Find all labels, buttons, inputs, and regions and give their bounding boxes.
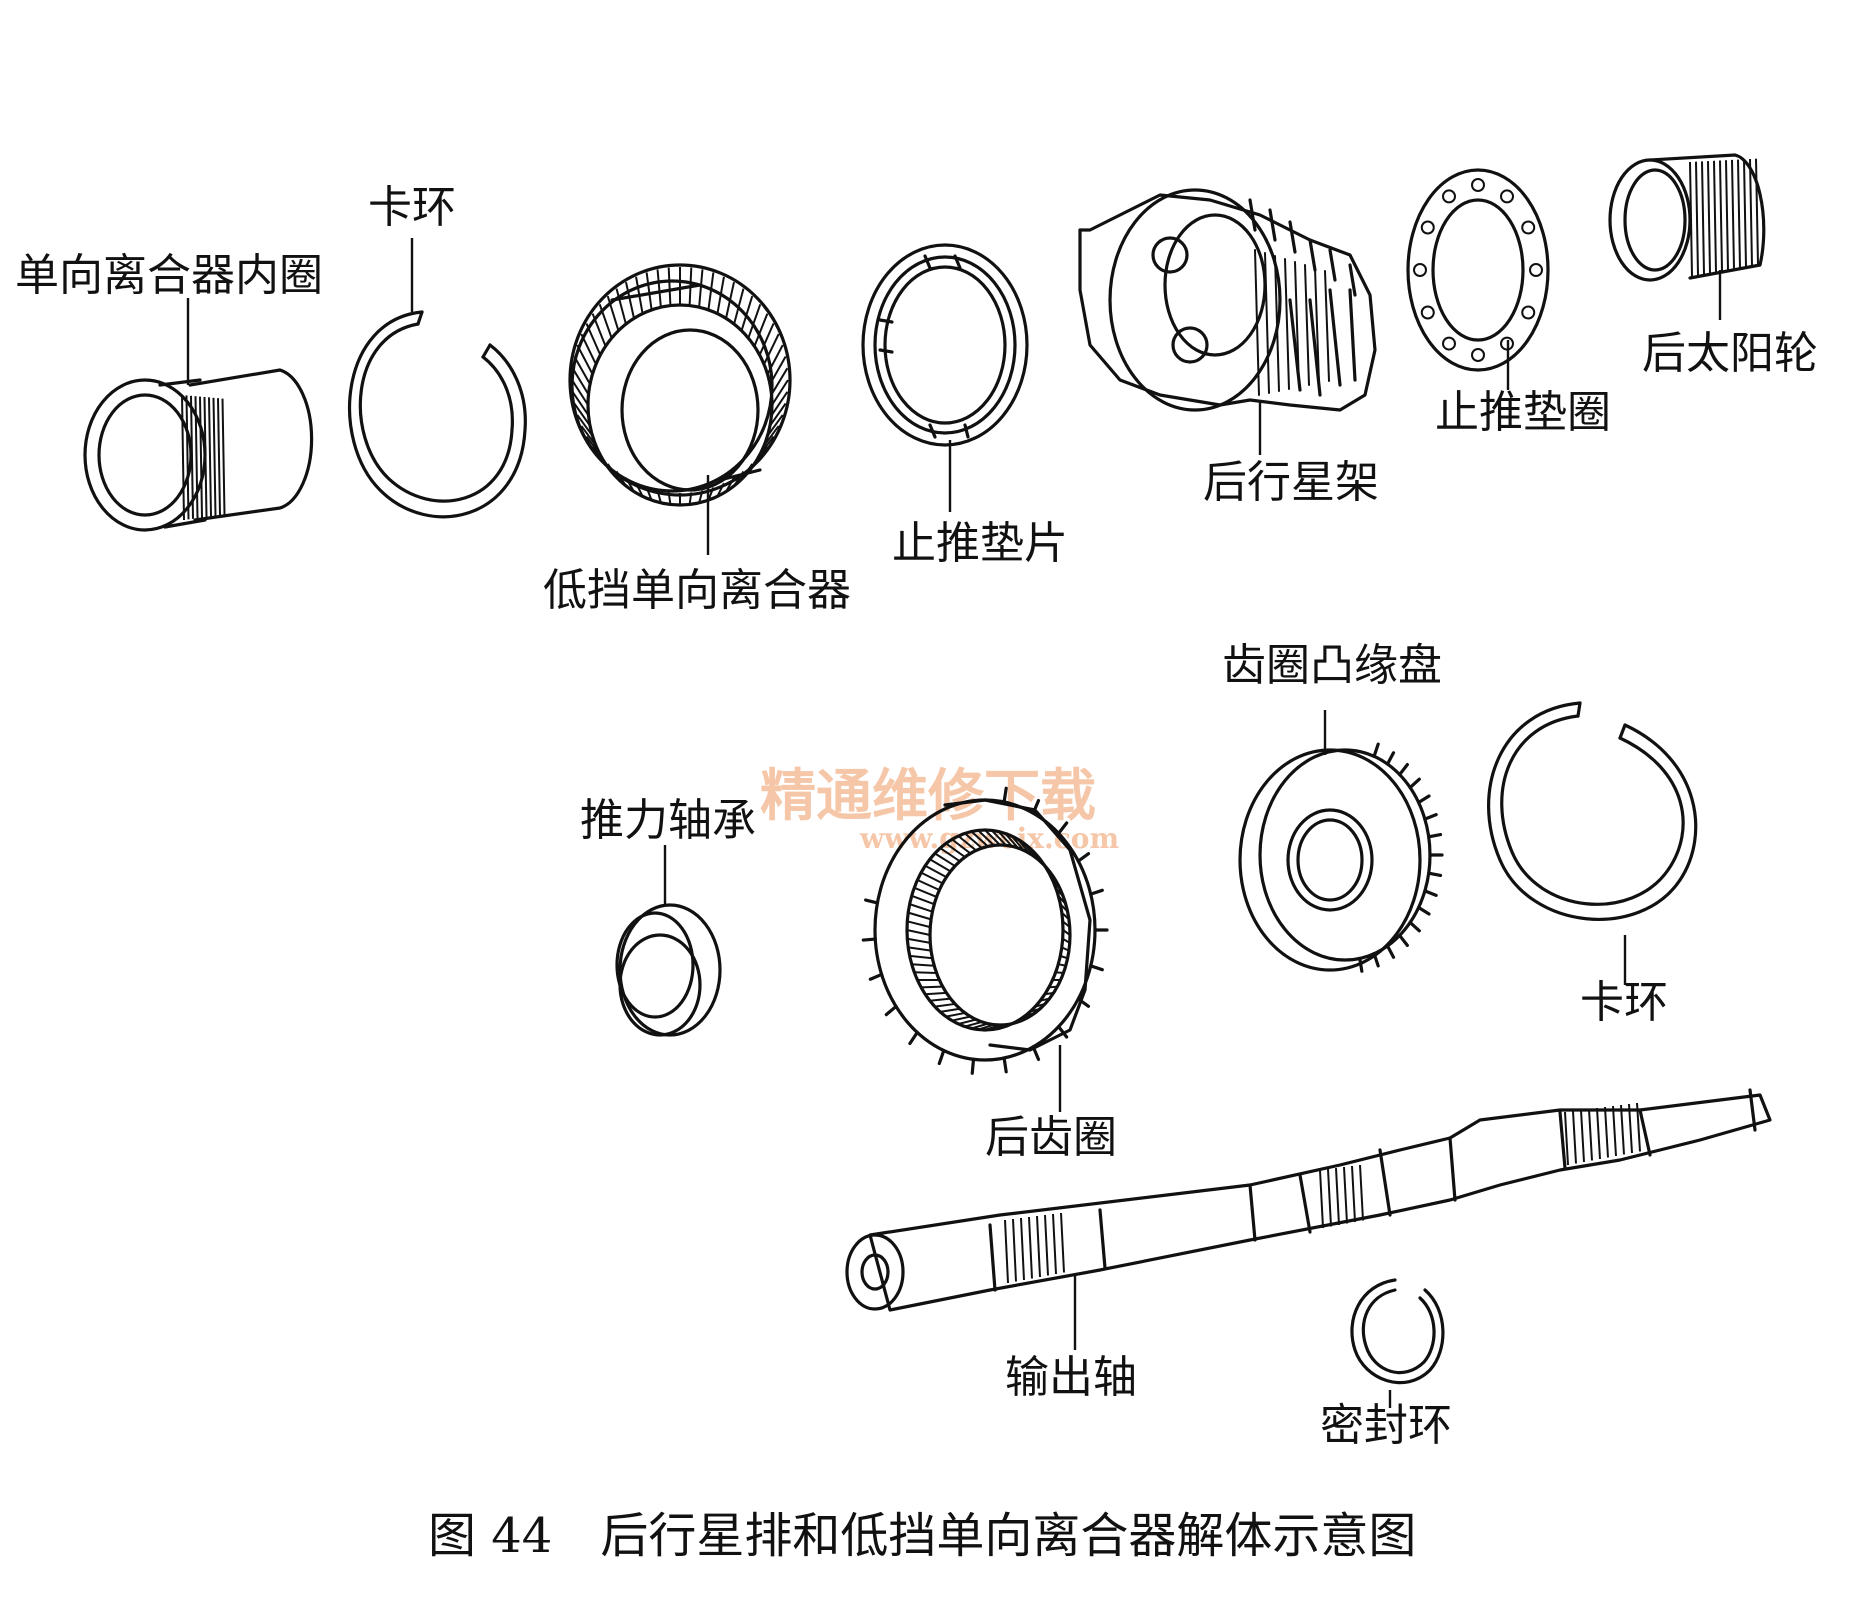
thrust-bearing-part bbox=[615, 903, 722, 1037]
label-snap-ring-2: 卡环 bbox=[1580, 977, 1668, 1028]
part-labels: 单向离合器内圈 卡环 低挡单向离合器 止推垫片 后行星架 止推垫圈 后太阳轮 齿… bbox=[15, 182, 1818, 1451]
label-rear-sun-gear: 后太阳轮 bbox=[1642, 328, 1818, 379]
label-snap-ring-1: 卡环 bbox=[368, 182, 456, 233]
leader-lines bbox=[186, 238, 1722, 1408]
one-way-clutch-part bbox=[568, 263, 792, 507]
label-output-shaft: 输出轴 bbox=[1005, 1352, 1137, 1403]
rear-ring-gear-part bbox=[861, 786, 1109, 1075]
rear-sun-gear-part bbox=[1608, 153, 1766, 282]
snap-ring-2-part bbox=[1486, 701, 1698, 921]
label-rear-carrier: 后行星架 bbox=[1203, 457, 1379, 508]
output-shaft-part bbox=[845, 1088, 1772, 1312]
seal-ring-part bbox=[1350, 1278, 1445, 1385]
label-seal-ring: 密封环 bbox=[1320, 1400, 1452, 1451]
ring-gear-flange-part bbox=[1238, 742, 1444, 973]
rear-carrier-part bbox=[1078, 188, 1377, 412]
inner-race-part bbox=[83, 368, 314, 532]
label-rear-ring-gear: 后齿圈 bbox=[985, 1112, 1117, 1163]
label-thrust-washer: 止推垫片 bbox=[892, 518, 1068, 569]
snap-ring-1-part bbox=[347, 310, 527, 519]
thrust-washer-part bbox=[861, 243, 1029, 447]
label-thrust-bearing: 推力轴承 bbox=[580, 795, 756, 846]
label-thrust-ring: 止推垫圈 bbox=[1435, 387, 1611, 438]
figure-caption: 图 44 后行星排和低挡单向离合器解体示意图 bbox=[428, 1508, 1416, 1564]
thrust-ring-part bbox=[1406, 168, 1550, 372]
label-one-way-clutch: 低挡单向离合器 bbox=[543, 565, 851, 616]
label-inner-race: 单向离合器内圈 bbox=[15, 250, 323, 301]
watermark-url: www.gzweix.com bbox=[859, 822, 1119, 855]
label-ring-gear-flange: 齿圈凸缘盘 bbox=[1222, 640, 1442, 691]
